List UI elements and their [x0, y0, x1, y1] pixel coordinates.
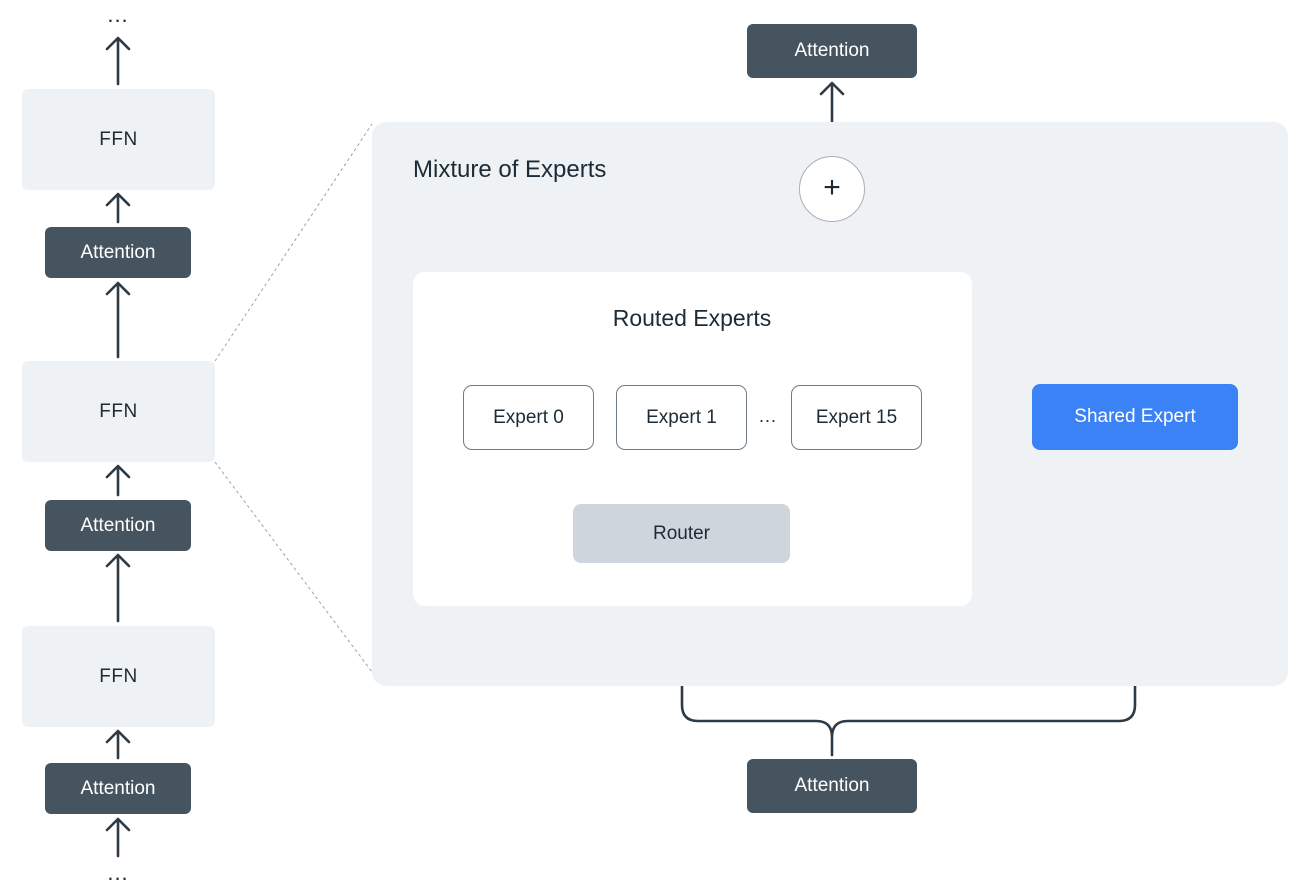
expert-label: Expert 1: [646, 406, 717, 428]
output-attention-block: Attention: [747, 24, 917, 78]
attention-block-middle: Attention: [45, 500, 191, 551]
router-label: Router: [652, 522, 711, 544]
ffn-label: FFN: [99, 665, 138, 687]
arrow-ffn-attn-1: [105, 192, 131, 224]
attention-label: Attention: [80, 241, 156, 263]
plus-symbol: +: [823, 170, 841, 204]
ffn-block-middle: FFN: [22, 361, 215, 462]
arrow-stack-bottom: [105, 817, 131, 858]
zoom-guide-bottom: [214, 461, 373, 673]
sum-node: +: [799, 156, 865, 222]
attention-block-top: Attention: [45, 227, 191, 278]
arrow-ffn-attn-3: [105, 729, 131, 760]
shared-expert: Shared Expert: [1032, 384, 1238, 450]
attention-label: Attention: [80, 514, 156, 536]
expert-1: Expert 1: [616, 385, 747, 450]
expert-15: Expert 15: [791, 385, 922, 450]
attention-block-bottom: Attention: [45, 763, 191, 814]
expert-label: Expert 15: [815, 406, 898, 428]
expert-label: Expert 0: [493, 406, 564, 428]
ffn-label: FFN: [99, 400, 138, 422]
experts-ellipsis: ...: [758, 405, 777, 426]
zoom-guide-top: [214, 123, 373, 362]
attention-label: Attention: [794, 775, 870, 796]
arrow-stack-top: [105, 36, 131, 86]
arrow-attn-ffn-2: [105, 553, 131, 623]
shared-expert-label: Shared Expert: [1074, 406, 1196, 427]
top-ellipsis: ...: [107, 2, 129, 27]
input-attention-block: Attention: [747, 759, 917, 813]
ffn-block-top: FFN: [22, 89, 215, 190]
attention-label: Attention: [80, 777, 156, 799]
ffn-label: FFN: [99, 128, 138, 150]
expert-0: Expert 0: [463, 385, 594, 450]
arrow-attn-ffn-1: [105, 281, 131, 359]
bottom-ellipsis: ...: [107, 860, 129, 885]
line-input-split: [680, 454, 1137, 757]
ffn-block-bottom: FFN: [22, 626, 215, 727]
routed-experts-title: Routed Experts: [612, 304, 772, 331]
moe-title: Mixture of Experts: [413, 156, 607, 183]
arrow-ffn-attn-2: [105, 464, 131, 497]
router: Router: [573, 504, 790, 563]
attention-label: Attention: [794, 40, 870, 61]
